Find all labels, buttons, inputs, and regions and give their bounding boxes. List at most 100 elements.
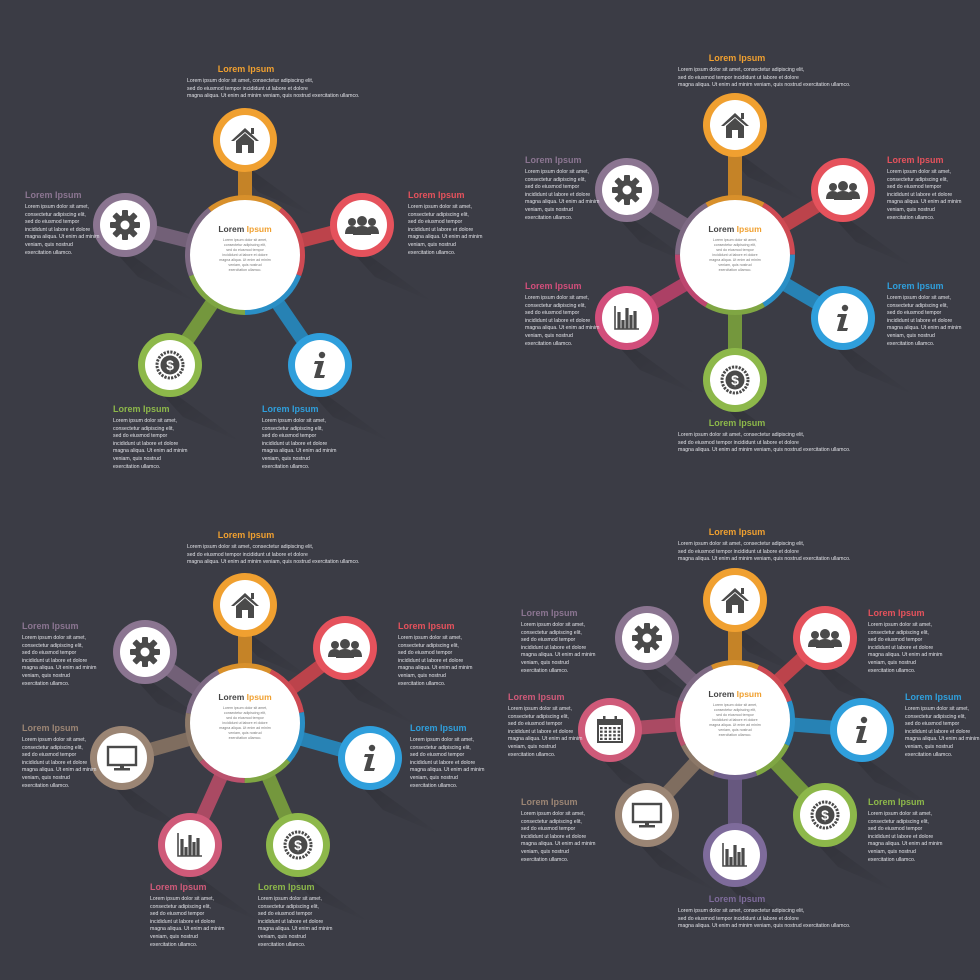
info-icon: [314, 351, 326, 378]
node-label-body-line: veniam, quis nostrud: [22, 672, 70, 679]
node-label-body-line: sed do eiusmod tempor incididunt ut labo…: [678, 439, 799, 446]
node-label-title: Lorem Ipsum: [868, 608, 925, 618]
node-label-body-line: Lorem ipsum dolor sit amet,: [398, 635, 463, 641]
node-bar-chart: [595, 286, 659, 350]
node-label-body-line: exercitation ullamco.: [887, 340, 935, 347]
node-label-title: Lorem Ipsum: [708, 418, 766, 428]
center-body: Lorem ipsum dolor sit amet,consectetur a…: [205, 238, 285, 273]
node-label-body-line: magna aliqua. Ut enim ad minim: [525, 199, 600, 206]
node-label-body: Lorem ipsum dolor sit amet,consectetur a…: [521, 811, 609, 864]
center-body-line: exercitation ullamco.: [228, 268, 262, 272]
node-label-body-line: veniam, quis nostrud: [521, 659, 569, 666]
node-label-body-line: sed do eiusmod tempor: [262, 433, 317, 440]
info-icon: [364, 744, 376, 771]
node-label-title: Lorem Ipsum: [708, 53, 766, 63]
center-title-part-2: Ipsum: [736, 689, 762, 699]
node-label-body-line: exercitation ullamco.: [408, 249, 456, 256]
node-label-body-line: consectetur adipiscing elit,: [868, 629, 929, 636]
node-label-title: Lorem Ipsum: [113, 404, 170, 414]
node-label-body: Lorem ipsum dolor sit amet,consectetur a…: [398, 635, 486, 688]
node-label-title: Lorem Ipsum: [217, 530, 275, 540]
node-label-body-line: Lorem ipsum dolor sit amet,: [508, 706, 573, 712]
node-label-body: Lorem ipsum dolor sit amet,consectetur a…: [868, 622, 956, 675]
node-label-body-line: sed do eiusmod tempor: [868, 637, 923, 644]
center-body-line: consectetur adipiscing elit,: [223, 711, 267, 715]
node-label-body-line: Lorem ipsum dolor sit amet,: [525, 295, 590, 301]
node-label-body-line: incididunt ut labore et dolore: [905, 728, 971, 735]
center-body-line: sed do eiusmod tempor: [716, 248, 754, 252]
node-label-body-line: consectetur adipiscing elit,: [262, 425, 323, 432]
center-body-line: exercitation ullamco.: [228, 736, 262, 740]
center-title: Lorem Ipsum: [205, 692, 285, 703]
node-info: [811, 286, 875, 350]
center-body-line: sed do eiusmod tempor: [716, 713, 754, 717]
node-label-body-line: incididunt ut labore et dolore: [868, 833, 934, 840]
node-label-title: Lorem Ipsum: [22, 621, 79, 631]
node-label-body: Lorem ipsum dolor sit amet,consectetur a…: [525, 169, 613, 222]
node-label-body-line: sed do eiusmod tempor: [398, 650, 453, 657]
node-label-body-line: magna aliqua. Ut enim ad minim: [521, 652, 596, 659]
node-label-body: Lorem ipsum dolor sit amet,consectetur a…: [113, 418, 201, 471]
center-title-part-2: Ipsum: [736, 224, 762, 234]
node-label-title: Lorem Ipsum: [217, 64, 275, 74]
node-label-body-line: Lorem ipsum dolor sit amet, consectetur …: [678, 908, 805, 914]
node-label-body-line: Lorem ipsum dolor sit amet, consectetur …: [187, 544, 314, 550]
node-label-body-line: Lorem ipsum dolor sit amet,: [868, 811, 933, 817]
node-label-body: Lorem ipsum dolor sit amet, consectetur …: [187, 78, 359, 101]
node-label-title: Lorem Ipsum: [905, 692, 962, 702]
center-body-line: veniam, quis nostrud: [228, 263, 262, 267]
center-title: Lorem Ipsum: [695, 224, 775, 235]
node-label-body-line: veniam, quis nostrud: [262, 455, 310, 462]
diagram-2: $: [595, 93, 914, 457]
info-icon: [856, 716, 868, 743]
node-label-body-line: Lorem ipsum dolor sit amet,: [905, 706, 970, 712]
node-label-body: Lorem ipsum dolor sit amet,consectetur a…: [25, 204, 113, 257]
node-label-body-line: magna aliqua. Ut enim ad minim: [521, 841, 596, 848]
node-calendar: [578, 698, 642, 762]
node-label-body-line: consectetur adipiscing elit,: [525, 302, 586, 309]
node-label-body-line: incididunt ut labore et dolore: [22, 759, 88, 766]
node-label-body-line: consectetur adipiscing elit,: [521, 818, 582, 825]
node-label-body-line: sed do eiusmod tempor: [887, 310, 942, 317]
users-icon: [328, 639, 362, 658]
node-label-body-line: exercitation ullamco.: [868, 856, 916, 863]
node-label-title: Lorem Ipsum: [398, 621, 455, 631]
node-label-body-line: sed do eiusmod tempor: [113, 433, 168, 440]
center-body-line: veniam, quis nostrud: [718, 728, 752, 732]
node-label-body-line: veniam, quis nostrud: [113, 455, 161, 462]
node-label-body-line: exercitation ullamco.: [525, 340, 573, 347]
center-body-line: consectetur adipiscing elit,: [713, 243, 757, 247]
center-body-line: Lorem ipsum dolor sit amet,: [712, 703, 758, 707]
dollar-icon: $: [283, 830, 313, 860]
node-label-body-line: sed do eiusmod tempor: [150, 911, 205, 918]
node-label-body-line: consectetur adipiscing elit,: [868, 818, 929, 825]
node-label-body: Lorem ipsum dolor sit amet, consectetur …: [187, 544, 360, 567]
node-users: [811, 158, 875, 222]
node-label-body-line: incididunt ut labore et dolore: [410, 759, 476, 766]
node-label-body-line: Lorem ipsum dolor sit amet,: [22, 737, 87, 743]
node-label-title: Lorem Ipsum: [150, 882, 207, 892]
monitor-icon: [106, 745, 138, 771]
center-body-line: magna aliqua. Ut enim ad minim: [219, 726, 271, 730]
node-label-body-line: magna aliqua. Ut enim ad minim veniam, q…: [187, 559, 360, 566]
node-label-body-line: exercitation ullamco.: [868, 667, 916, 674]
node-label-body-line: Lorem ipsum dolor sit amet,: [868, 622, 933, 628]
node-label-body-line: magna aliqua. Ut enim ad minim: [22, 665, 97, 672]
node-label-body: Lorem ipsum dolor sit amet, consectetur …: [678, 541, 850, 564]
node-label-title: Lorem Ipsum: [508, 692, 565, 702]
svg-text:$: $: [294, 837, 302, 853]
node-label-body-line: incididunt ut labore et dolore: [22, 657, 88, 664]
